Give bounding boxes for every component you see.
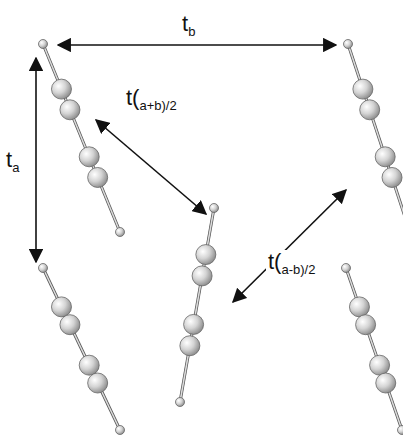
carbon-atom [376, 373, 396, 393]
end-atom [342, 264, 351, 273]
molecule-bond [43, 44, 120, 232]
molecule-bond [348, 44, 403, 232]
hopping-label: t(a-b)/2 [266, 250, 317, 277]
end-atom [116, 228, 125, 237]
molecule-bond [348, 44, 403, 232]
molecule-bond [180, 208, 214, 402]
carbon-atom [60, 315, 80, 335]
carbon-atom [79, 355, 99, 375]
carbon-atom [60, 100, 80, 120]
molecule-bond [43, 44, 120, 232]
molecule [39, 40, 125, 237]
molecule-bond [180, 208, 214, 402]
end-atom [398, 426, 403, 435]
distance-arrow [58, 44, 336, 46]
hopping-label: t(a+b)/2 [124, 86, 179, 113]
molecule [176, 204, 219, 407]
distance-arrow [233, 190, 346, 302]
end-atom [116, 426, 125, 435]
end-atom [39, 264, 48, 273]
end-atom [344, 40, 353, 49]
carbon-atom [51, 297, 71, 317]
molecule-bond [346, 268, 402, 430]
end-atom [210, 204, 219, 213]
hopping-label: tb [180, 12, 197, 39]
distance-arrow [35, 58, 37, 262]
carbon-atom [196, 245, 216, 265]
carbon-atom [79, 147, 99, 167]
carbon-atom [184, 314, 204, 334]
molecule [342, 264, 403, 435]
hopping-label: ta [4, 148, 21, 175]
carbon-atom [88, 373, 108, 393]
carbon-atom [375, 147, 395, 167]
carbon-atom [51, 79, 71, 99]
molecule [344, 40, 403, 237]
carbon-atom [349, 297, 369, 317]
molecule-bond [346, 268, 402, 430]
end-atom [176, 398, 185, 407]
molecule-bond [43, 268, 120, 430]
end-atom [39, 40, 48, 49]
carbon-atom [370, 355, 390, 375]
distance-arrow [96, 120, 206, 214]
molecule-bond [43, 268, 120, 430]
carbon-atom [360, 100, 380, 120]
carbon-atom [353, 79, 373, 99]
carbon-atom [88, 167, 108, 187]
molecule [39, 264, 125, 435]
carbon-atom [192, 266, 212, 286]
carbon-atom [356, 315, 376, 335]
carbon-atom [180, 336, 200, 356]
carbon-atom [382, 167, 402, 187]
